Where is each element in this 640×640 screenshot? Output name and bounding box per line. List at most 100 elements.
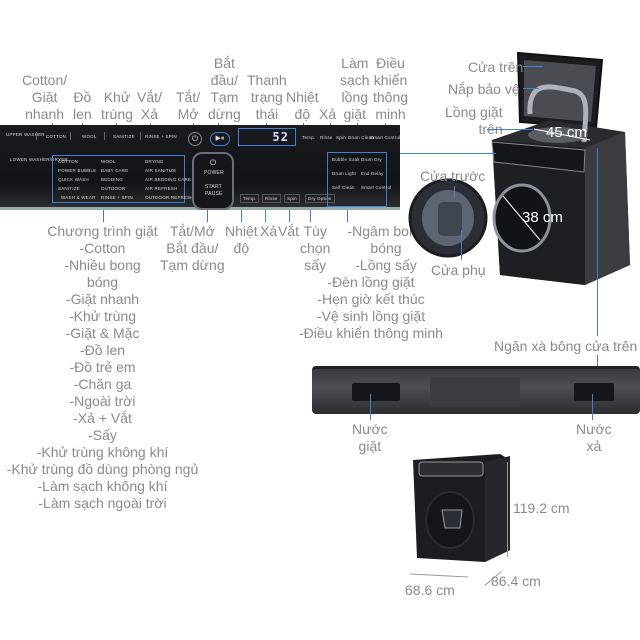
leader-line [400, 153, 496, 154]
label-line: Mở [177, 106, 199, 122]
panel-top-drum-clean-button[interactable]: Drum Clean [348, 135, 375, 140]
program-option[interactable]: POWER BUBBLE [58, 168, 97, 173]
panel-top-rinse-spin-button[interactable]: RINSE + SPIN [145, 134, 177, 139]
panel-top-power-button[interactable]: ⏻ [188, 132, 202, 146]
label-sub-door: Cửa phụ [431, 262, 486, 278]
protective-lid [527, 84, 589, 143]
program-item: -Khử trùng [69, 308, 136, 324]
program-dial-area[interactable]: COTTON POWER BUBBLE QUICK WASH SANITIZE … [52, 155, 194, 203]
label-line: sạch [340, 72, 370, 88]
label-line: Tắt/Mở [169, 223, 215, 239]
option-button[interactable]: End Delay [361, 171, 384, 176]
panel-top-rinse-button[interactable]: Rinse [320, 135, 333, 140]
program-option[interactable]: COTTON [58, 159, 79, 164]
program-option[interactable]: WASH & WEAR [61, 195, 96, 200]
option-button[interactable]: Bubble Soak [332, 157, 360, 162]
program-item: -Làm sạch không khí [37, 478, 168, 494]
program-option[interactable]: SANITIZE [58, 186, 80, 191]
panel-top-spin-button[interactable]: Spin [336, 135, 346, 140]
label-line: Nhiệt [225, 223, 258, 239]
label-line: Điều [376, 55, 405, 71]
label-line: lồng [341, 89, 369, 105]
softener-compartment [574, 383, 614, 401]
program-option[interactable]: BABY CARE [101, 168, 129, 173]
program-option[interactable]: OUTDOOR REFRESH [145, 195, 194, 200]
label-wool: Đồ len [73, 89, 92, 123]
panel-top-cotton-button[interactable]: COTTON [46, 134, 67, 139]
leader-line [523, 88, 539, 89]
pause-button-label[interactable]: PAUSE [205, 191, 223, 197]
program-option[interactable]: QUICK WASH [58, 177, 89, 182]
divider [36, 132, 37, 140]
leader-line [487, 129, 533, 130]
leader-line [592, 394, 593, 420]
option-button[interactable]: Smart Control [361, 185, 392, 190]
label-line: Lồng giặt [445, 104, 503, 120]
panel-upper-washer: UPPER WASHER [6, 132, 45, 137]
label-line: Tạm dừng [160, 257, 225, 273]
panel-top-temp-button[interactable]: Temp. [302, 135, 316, 140]
program-option[interactable]: WOOL [101, 159, 116, 164]
label-line: Cotton/ [22, 72, 68, 88]
dimension-depth: 86.4 cm [491, 573, 541, 589]
panel-bottom-spin-button[interactable]: Spin [284, 194, 300, 203]
label-dry-option: Tùy chọn sấy [300, 223, 330, 274]
panel-bottom-temp-button[interactable]: Temp. [240, 194, 260, 203]
option-button[interactable]: Drum Dry [361, 157, 382, 162]
leader-line [103, 210, 104, 222]
label-smart-control: Điều khiển thông minh [373, 55, 408, 123]
panel-top-wool-button[interactable]: WOOL [82, 134, 97, 139]
program-item: -Khử trùng đồ dùng phòng ngủ [6, 461, 199, 477]
program-item: -Đồ len [79, 342, 126, 358]
program-option[interactable]: OUTDOOR [101, 186, 126, 191]
program-item: -Ngoài trời [69, 393, 136, 409]
status-display: 52 [238, 128, 296, 146]
dimension-height: 119.2 cm [513, 500, 570, 516]
label-top-door: Cửa trên [468, 59, 524, 75]
option-item: -Điều khiển thông minh [299, 325, 443, 341]
label-bottom-rinse: Xả [260, 223, 278, 239]
power-icon: ⏻ [191, 134, 199, 143]
play-pause-icon: ▶⏸ [215, 135, 225, 142]
power-button-label[interactable]: POWER [204, 170, 224, 176]
options-button-group: Bubble Soak Drum Dry Drum Light End Dela… [327, 152, 391, 207]
program-option[interactable]: RINSE + SPIN [101, 195, 133, 200]
option-button[interactable]: Self Clean [332, 185, 355, 190]
panel-top-smart-control-button[interactable]: Smart Control [370, 135, 401, 140]
label-line: chọn [300, 240, 331, 256]
sub-door [438, 202, 462, 236]
label-softener: Nước xả [576, 421, 612, 455]
label-line: Giặt [31, 89, 58, 105]
start-button-label[interactable]: START [205, 184, 222, 190]
program-option[interactable]: BEDDING [101, 177, 123, 182]
label-temp: Nhiệt độ [286, 89, 319, 123]
programs-title: Chương trình giặt [47, 223, 158, 239]
programs-list: Chương trình giặt -Cotton -Nhiều bong bó… [0, 223, 205, 512]
label-line: độ [233, 240, 250, 256]
label-line: Tạm [210, 89, 239, 105]
option-button[interactable]: Drum Light [332, 171, 357, 176]
label-line: dừng [208, 106, 241, 122]
label-line: Thanh [247, 72, 287, 88]
label-status-bar: Thanh trạng thái [247, 72, 287, 123]
panel-top-sanitize-button[interactable]: SANITIZE [113, 134, 135, 139]
label-top-drum: Lồng giặt trên [445, 104, 503, 138]
label-line: giặt [358, 438, 382, 454]
label-line: trùng [101, 106, 133, 122]
panel-top-start-button[interactable]: ▶⏸ [210, 132, 230, 146]
leader-line [523, 66, 543, 67]
panel-bottom-rinse-button[interactable]: Rinse [262, 194, 281, 203]
program-option[interactable]: AIR BEDDING CARE [145, 177, 192, 182]
leader-line [289, 210, 290, 222]
label-line: len [73, 106, 92, 122]
control-panel: UPPER WASHER COTTON WOOL SANITIZE RINSE … [0, 125, 400, 210]
program-item: -Nhiều bong [64, 257, 141, 273]
program-option[interactable]: DRYING [145, 159, 164, 164]
panel-bottom-dry-option-button[interactable]: Dry Option [305, 194, 335, 203]
options-list: -Ngâm bong bóng -Lồng sấy -Đèn lồng giặt… [296, 223, 446, 342]
label-line: nhanh [25, 106, 65, 122]
program-option[interactable]: AIR SANITIZE [145, 168, 177, 173]
label-line: Khử [103, 89, 131, 105]
program-option[interactable]: AIR REFRESH [145, 186, 178, 191]
power-start-button-group[interactable]: ⏻ POWER START PAUSE [192, 152, 234, 210]
